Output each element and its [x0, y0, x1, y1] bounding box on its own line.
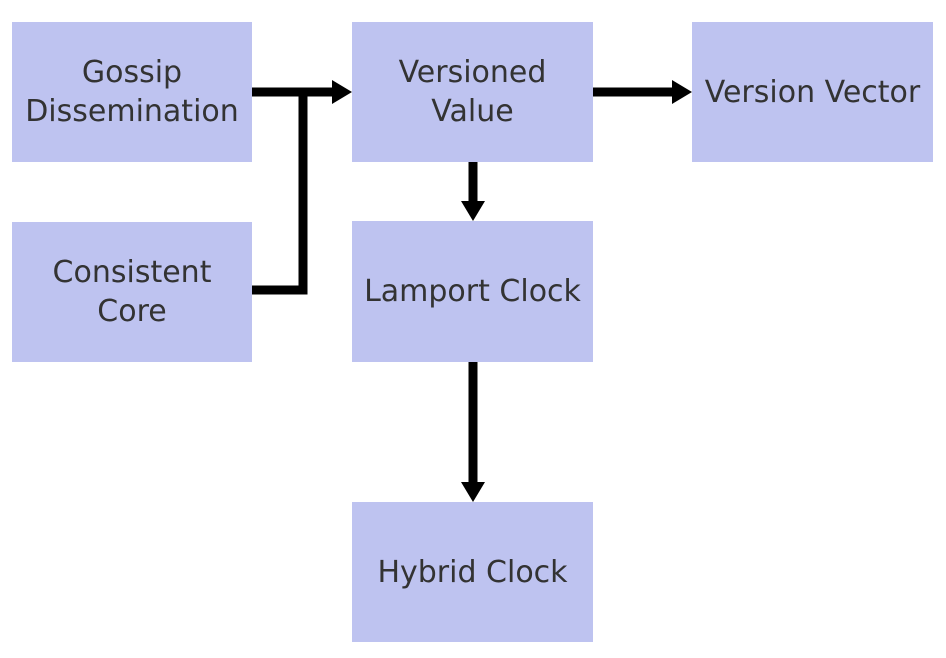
node-gossip-dissemination: Gossip Dissemination	[12, 22, 252, 162]
node-versioned-value: Versioned Value	[352, 22, 593, 162]
node-version-vector: Version Vector	[692, 22, 933, 162]
node-hybrid-clock: Hybrid Clock	[352, 502, 593, 642]
node-lamport-clock: Lamport Clock	[352, 221, 593, 362]
node-versioned-value-label: Versioned Value	[398, 55, 547, 129]
edge-consistent-core-to-versioned-value	[252, 92, 308, 295]
node-hybrid-clock-label: Hybrid Clock	[377, 554, 568, 590]
node-lamport-clock-label: Lamport Clock	[364, 274, 581, 309]
node-gossip-dissemination-label: Gossip Dissemination	[25, 55, 239, 129]
node-consistent-core-label: Consistent Core	[52, 255, 212, 329]
node-consistent-core: Consistent Core	[12, 222, 252, 362]
node-version-vector-label: Version Vector	[704, 74, 921, 110]
